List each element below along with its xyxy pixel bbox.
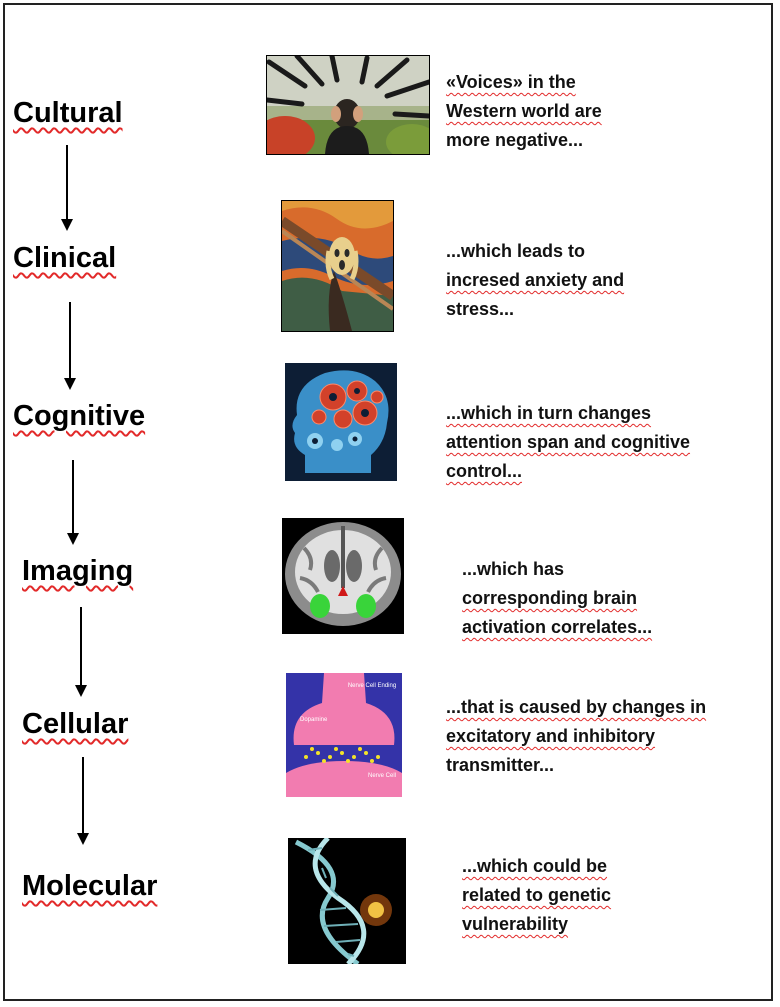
- arrow-down-1: [59, 145, 75, 231]
- level-label-molecular: Molecular: [22, 870, 158, 902]
- description-cellular: ...that is caused by changes in excitato…: [446, 693, 756, 780]
- synapse-label-dopamine: Dopamine: [300, 717, 328, 723]
- description-line: Western world are: [446, 101, 602, 121]
- description-cognitive: ...which in turn changes attention span …: [446, 399, 756, 486]
- description-line: ...which leads to: [446, 241, 586, 261]
- description-line: related to genetic: [462, 885, 612, 905]
- description-clinical: ...which leads to incresed anxiety and s…: [446, 237, 756, 324]
- synapse-diagram-image: Nerve Cell Ending Dopamine Nerve Cell: [286, 673, 402, 797]
- description-line: ...which has: [462, 559, 565, 579]
- description-imaging: ...which has corresponding brain activat…: [462, 555, 772, 642]
- description-line: corresponding brain: [462, 588, 638, 608]
- description-cultural: «Voices» in the Western world are more n…: [446, 68, 756, 155]
- description-line: vulnerability: [462, 914, 569, 934]
- description-line: incresed anxiety and: [446, 270, 625, 290]
- synapse-label-nerve-cell: Nerve Cell: [368, 773, 396, 779]
- description-line: more negative...: [446, 130, 584, 150]
- arrow-down-5: [75, 757, 91, 845]
- description-line: activation correlates...: [462, 617, 653, 637]
- description-line: control...: [446, 461, 522, 481]
- level-label-cellular: Cellular: [22, 708, 129, 740]
- description-line: ...that is caused by changes in: [446, 697, 707, 717]
- voices-pointing-hands-image: [266, 55, 430, 155]
- level-label-imaging: Imaging: [22, 555, 134, 587]
- description-line: ...which in turn changes: [446, 403, 652, 423]
- description-line: transmitter...: [446, 755, 555, 775]
- arrow-down-4: [73, 607, 89, 697]
- gear-head-image: [285, 363, 397, 481]
- description-line: attention span and cognitive: [446, 432, 691, 452]
- level-label-cultural: Cultural: [13, 97, 123, 129]
- arrow-down-2: [62, 302, 78, 390]
- dna-helix-image: [288, 838, 406, 964]
- level-label-clinical: Clinical: [13, 242, 117, 274]
- description-molecular: ...which could be related to genetic vul…: [462, 852, 772, 939]
- level-label-cognitive: Cognitive: [13, 400, 146, 432]
- description-line: ...which could be: [462, 856, 608, 876]
- brain-scan-image: [282, 518, 404, 634]
- description-line: excitatory and inhibitory: [446, 726, 656, 746]
- synapse-label-nerve-cell-ending: Nerve Cell Ending: [348, 683, 396, 689]
- scream-painting-image: [281, 200, 394, 332]
- diagram-frame: Cultural Clinical Cognitive Imaging Cell…: [3, 3, 773, 1001]
- arrow-down-3: [65, 460, 81, 545]
- description-line: stress...: [446, 299, 515, 319]
- description-line: «Voices» in the: [446, 72, 576, 92]
